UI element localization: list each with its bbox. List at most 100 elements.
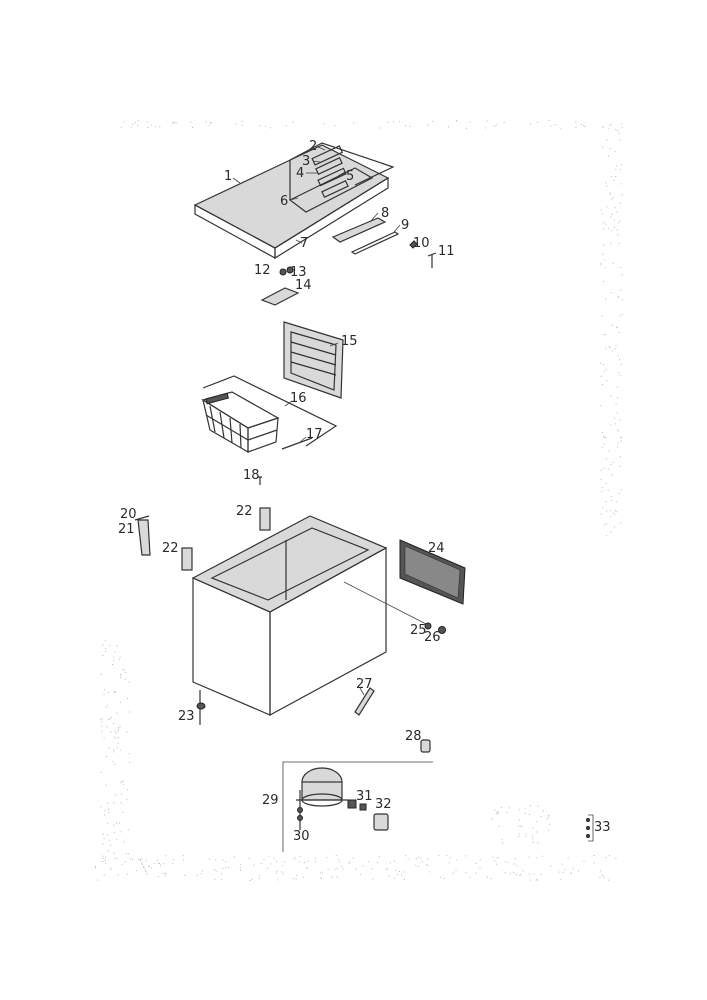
speckle-dot xyxy=(540,816,542,818)
lid-control-panel xyxy=(288,167,374,213)
speckle-dot xyxy=(549,823,551,825)
speckle-dot xyxy=(117,730,119,732)
speckle-dot xyxy=(512,872,514,874)
leader-lines xyxy=(232,145,401,696)
speckle-dot xyxy=(175,122,177,124)
speckle-dot xyxy=(336,867,338,869)
speckle-dot xyxy=(530,879,532,881)
speckle-dot xyxy=(192,126,193,128)
speckle-dot xyxy=(620,437,622,439)
speckle-dot xyxy=(132,123,134,125)
speckle-dot xyxy=(619,375,621,377)
speckle-dot xyxy=(603,443,605,445)
speckle-dot xyxy=(497,812,499,814)
hinge-pin xyxy=(134,515,150,521)
speckle-dot xyxy=(113,691,115,693)
speckle-dot xyxy=(615,345,617,347)
speckle-dot xyxy=(469,121,471,123)
speckle-dot xyxy=(558,871,560,873)
speckle-dot xyxy=(126,798,128,800)
lid-handle xyxy=(331,217,387,243)
speckle-dot xyxy=(602,487,604,488)
speckle-dot xyxy=(372,878,374,880)
speckle-dot xyxy=(621,314,623,315)
speckle-dot xyxy=(306,867,308,869)
speckle-dot xyxy=(606,380,608,382)
speckle-dot xyxy=(600,209,602,211)
lamp-cover xyxy=(260,287,300,306)
speckle-dot xyxy=(104,689,106,691)
speckle-dot xyxy=(609,194,611,196)
speckle-dot xyxy=(605,857,607,859)
speckle-dot xyxy=(612,461,614,463)
speckle-dot xyxy=(561,863,563,865)
speckle-dot xyxy=(128,853,130,855)
speckle-dot xyxy=(599,870,601,872)
speckle-dot xyxy=(225,861,227,863)
speckle-dot xyxy=(611,213,613,215)
speckle-dot xyxy=(393,860,395,862)
speckle-dot xyxy=(602,506,604,508)
speckle-dot xyxy=(614,417,616,419)
speckle-dot xyxy=(611,350,613,352)
speckle-dot xyxy=(159,126,161,128)
speckle-dot xyxy=(602,384,603,385)
speckle-dot xyxy=(604,267,606,269)
callout-4: 4 xyxy=(296,166,304,181)
speckle-dot xyxy=(140,860,142,862)
speckle-dot xyxy=(113,749,115,751)
speckle-dot xyxy=(605,436,607,438)
speckle-dot xyxy=(580,124,582,126)
speckle-dot xyxy=(606,535,607,537)
speckle-dot xyxy=(149,866,151,868)
speckle-dot xyxy=(518,833,520,835)
speckle-dot xyxy=(525,833,527,835)
speckle-dot xyxy=(97,879,98,881)
speckle-dot xyxy=(323,123,325,125)
speckle-dot xyxy=(508,807,510,809)
speckle-dot xyxy=(108,811,110,813)
speckle-dot xyxy=(116,839,118,841)
speckle-dot xyxy=(405,125,406,127)
speckle-dot xyxy=(615,176,617,178)
speckle-dot xyxy=(164,872,166,874)
callout-27: 27 xyxy=(356,677,373,692)
speckle-dot xyxy=(115,732,117,734)
speckle-dot xyxy=(536,821,538,823)
speckle-dot xyxy=(335,855,337,857)
speckle-dot xyxy=(621,194,623,196)
speckle-dot xyxy=(605,223,607,225)
speckle-dot xyxy=(106,726,108,728)
speckle-dot xyxy=(611,176,612,178)
speckle-dot xyxy=(315,860,317,862)
speckle-dot xyxy=(610,464,612,466)
speckle-dot xyxy=(114,691,116,693)
speckle-dot xyxy=(118,727,119,728)
speckle-dot xyxy=(608,468,610,470)
speckle-dot xyxy=(509,872,511,874)
speckle-dot xyxy=(110,717,112,718)
speckle-dot xyxy=(137,125,138,127)
speckle-dot xyxy=(621,489,622,491)
speckle-dot xyxy=(105,862,107,864)
speckle-dot xyxy=(393,121,394,123)
speckle-dot xyxy=(541,855,543,857)
speckle-dot xyxy=(620,364,622,366)
speckle-dot xyxy=(614,151,616,153)
speckle-dot xyxy=(610,495,612,497)
compressor-bracket xyxy=(282,761,433,852)
callout-6: 6 xyxy=(280,194,288,209)
speckle-dot xyxy=(600,405,602,407)
speckle-dot xyxy=(619,220,621,222)
speckle-dot xyxy=(607,127,609,129)
speckle-dot xyxy=(620,169,622,171)
speckle-dot xyxy=(495,124,497,126)
speckle-dot xyxy=(120,674,122,676)
speckle-dot xyxy=(432,120,434,122)
speckle-dot xyxy=(134,121,136,123)
speckle-dot xyxy=(548,816,550,818)
speckle-dot xyxy=(603,281,604,282)
speckle-dot xyxy=(116,645,118,647)
speckle-dot xyxy=(438,855,440,857)
